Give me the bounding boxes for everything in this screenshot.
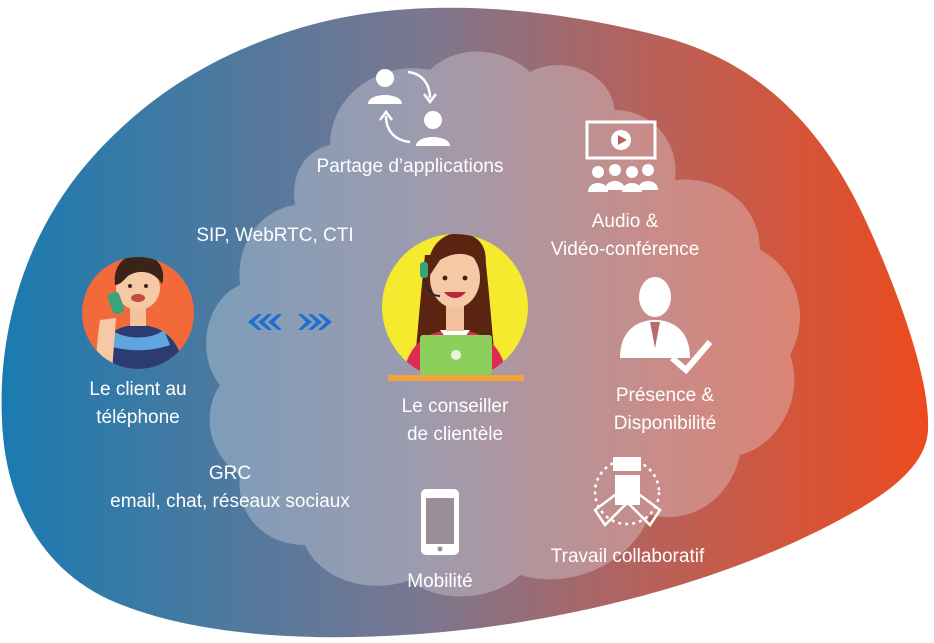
label-crm-line1: GRC (208, 463, 252, 484)
client-phone-avatar (82, 257, 194, 369)
double-chevron-arrows (248, 314, 332, 330)
label-conference-line1: Audio & (591, 211, 659, 232)
agent-headset-avatar (382, 234, 528, 381)
video-audience-icon (585, 120, 658, 192)
label-sip: SIP, WebRTC, CTI (196, 225, 354, 246)
label-client-line1: Le client au (89, 379, 187, 400)
label-presence-line1: Présence & (615, 385, 715, 406)
stacked-hands-icon (593, 457, 662, 527)
user-check-icon (620, 277, 713, 375)
label-partage: Partage d’applications (316, 156, 504, 177)
label-client-line2: téléphone (96, 407, 180, 428)
smartphone-icon (421, 489, 459, 555)
label-conference: Audio & Vidéo-conférence (525, 208, 725, 264)
label-collab: Travail collaboratif (550, 546, 705, 567)
label-agent: Le conseiller de clientèle (380, 393, 530, 449)
label-agent-line2: de clientèle (406, 424, 504, 445)
user-exchange-icon (368, 69, 450, 146)
label-agent-line1: Le conseiller (401, 396, 509, 417)
label-presence-line2: Disponibilité (613, 413, 717, 434)
label-client: Le client au téléphone (63, 376, 213, 432)
label-crm: GRC email, chat, réseaux sociaux (85, 460, 375, 516)
label-conference-line2: Vidéo-conférence (550, 239, 700, 260)
label-mobility: Mobilité (407, 571, 473, 592)
label-presence: Présence & Disponibilité (585, 382, 745, 438)
label-crm-line2: email, chat, réseaux sociaux (110, 491, 350, 512)
